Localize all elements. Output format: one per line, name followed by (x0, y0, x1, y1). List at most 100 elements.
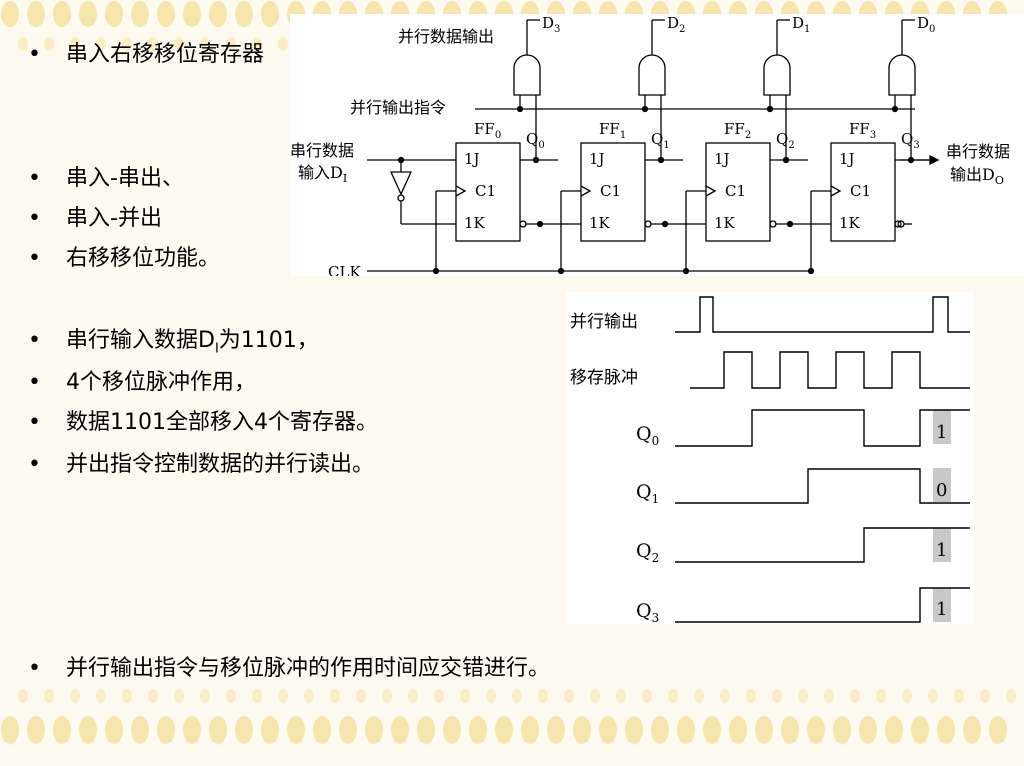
decorative-dot (590, 689, 600, 703)
decorative-dot (313, 716, 331, 744)
decorative-dot (226, 37, 236, 51)
decorative-dot (772, 689, 782, 703)
decorative-dot (174, 689, 184, 703)
decorative-dot (287, 716, 305, 744)
q-label: Q3 (901, 130, 920, 151)
and-gate-0 (513, 54, 541, 96)
decorative-dot (1, 716, 19, 744)
q-label: Q0 (526, 130, 545, 151)
decorative-dot (434, 689, 444, 703)
decorative-dot (278, 689, 288, 703)
decorative-dot (616, 689, 626, 703)
pin-1j: 1J (839, 150, 855, 168)
decorative-dot (53, 716, 71, 744)
decorative-dot (53, 1, 71, 27)
decorative-dot (460, 689, 470, 703)
bullet-item: •右移移位功能。 (28, 246, 221, 271)
pin-1j: 1J (464, 150, 480, 168)
decorative-dot (122, 689, 132, 703)
decorative-dot (330, 689, 340, 703)
decorative-dot (954, 689, 964, 703)
decorative-dot (547, 716, 565, 744)
pin-c1: C1 (725, 182, 746, 200)
decorative-dot (148, 689, 158, 703)
decorative-dot (261, 1, 279, 27)
decorative-dot (44, 689, 54, 703)
ff-label: FF3 (849, 120, 876, 141)
decorative-dot (512, 689, 522, 703)
waveform-q2 (675, 527, 970, 563)
q3-final-value: 1 (936, 599, 947, 620)
decorative-dot (989, 716, 1007, 744)
decorative-dot (408, 689, 418, 703)
flip-flop-3 (830, 142, 896, 242)
decorative-dot (573, 716, 591, 744)
decorative-dot (235, 1, 253, 27)
flip-flop-0 (455, 142, 521, 242)
decorative-dot (1, 1, 19, 27)
qbar-bubble (769, 220, 777, 228)
parallel-data-output-label: 并行数据输出 (398, 27, 494, 46)
decorative-dot (876, 689, 886, 703)
decorative-dot (157, 716, 175, 744)
bullet-item: •串入-串出、 (28, 166, 184, 191)
decorative-dot (209, 1, 227, 27)
pin-1k: 1K (464, 214, 486, 232)
flip-flop-2 (705, 142, 771, 242)
decorative-dot (443, 716, 461, 744)
decorative-dot (486, 689, 496, 703)
decorative-dot (70, 689, 80, 703)
decorative-dot (729, 716, 747, 744)
flip-flop-1 (580, 142, 646, 242)
and-gate-1 (638, 54, 666, 96)
bullet-item: •串入右移移位寄存器 (28, 42, 265, 67)
pin-1j: 1J (714, 150, 730, 168)
decorative-dot (339, 716, 357, 744)
decorative-dot (183, 716, 201, 744)
decorative-dot (391, 716, 409, 744)
decorative-dot (495, 716, 513, 744)
decorative-dot (798, 689, 808, 703)
decorative-dot (261, 716, 279, 744)
decorative-dot (521, 716, 539, 744)
circuit-diagram: 并行数据输出 并行输出指令 串行数据 输入DI 串行数据 输出DO CLK 1J… (290, 14, 1024, 276)
decorative-dot (833, 716, 851, 744)
decorative-dot (200, 37, 210, 51)
pin-c1: C1 (850, 182, 871, 200)
pin-c1: C1 (475, 182, 496, 200)
ff-label: FF0 (474, 120, 501, 141)
decorative-dot (469, 716, 487, 744)
d-output-label: D3 (542, 14, 560, 35)
decorative-dot (252, 37, 262, 51)
d-output-label: D1 (792, 14, 810, 35)
decorative-dot (911, 716, 929, 744)
waveform-parallel-output (675, 296, 970, 333)
bottom-decorative-band (0, 666, 1024, 766)
decorative-dot (174, 37, 184, 51)
decorative-dot (677, 716, 695, 744)
row-label-q2: Q2 (636, 540, 659, 565)
d-output-label: D0 (917, 14, 935, 35)
decorative-dot (96, 689, 106, 703)
decorative-dot (885, 716, 903, 744)
and-gate-3 (888, 54, 916, 96)
waveform-q1 (675, 468, 970, 504)
decorative-dot (963, 716, 981, 744)
decorative-dot (538, 689, 548, 703)
qbar-bubble (644, 220, 652, 228)
waveform-q3 (675, 587, 970, 623)
decorative-dot (928, 689, 938, 703)
decorative-dot (824, 689, 834, 703)
row-label-parallel-output: 并行输出 (570, 312, 638, 332)
q0-highlight (933, 410, 951, 444)
decorative-dot (18, 37, 28, 51)
decorative-dot (642, 689, 652, 703)
clock-indicator (455, 185, 467, 197)
decorative-dot (27, 716, 45, 744)
decorative-dot (625, 716, 643, 744)
pin-1k: 1K (714, 214, 736, 232)
decorative-dot (235, 716, 253, 744)
decorative-dot (304, 689, 314, 703)
decorative-dot (252, 689, 262, 703)
